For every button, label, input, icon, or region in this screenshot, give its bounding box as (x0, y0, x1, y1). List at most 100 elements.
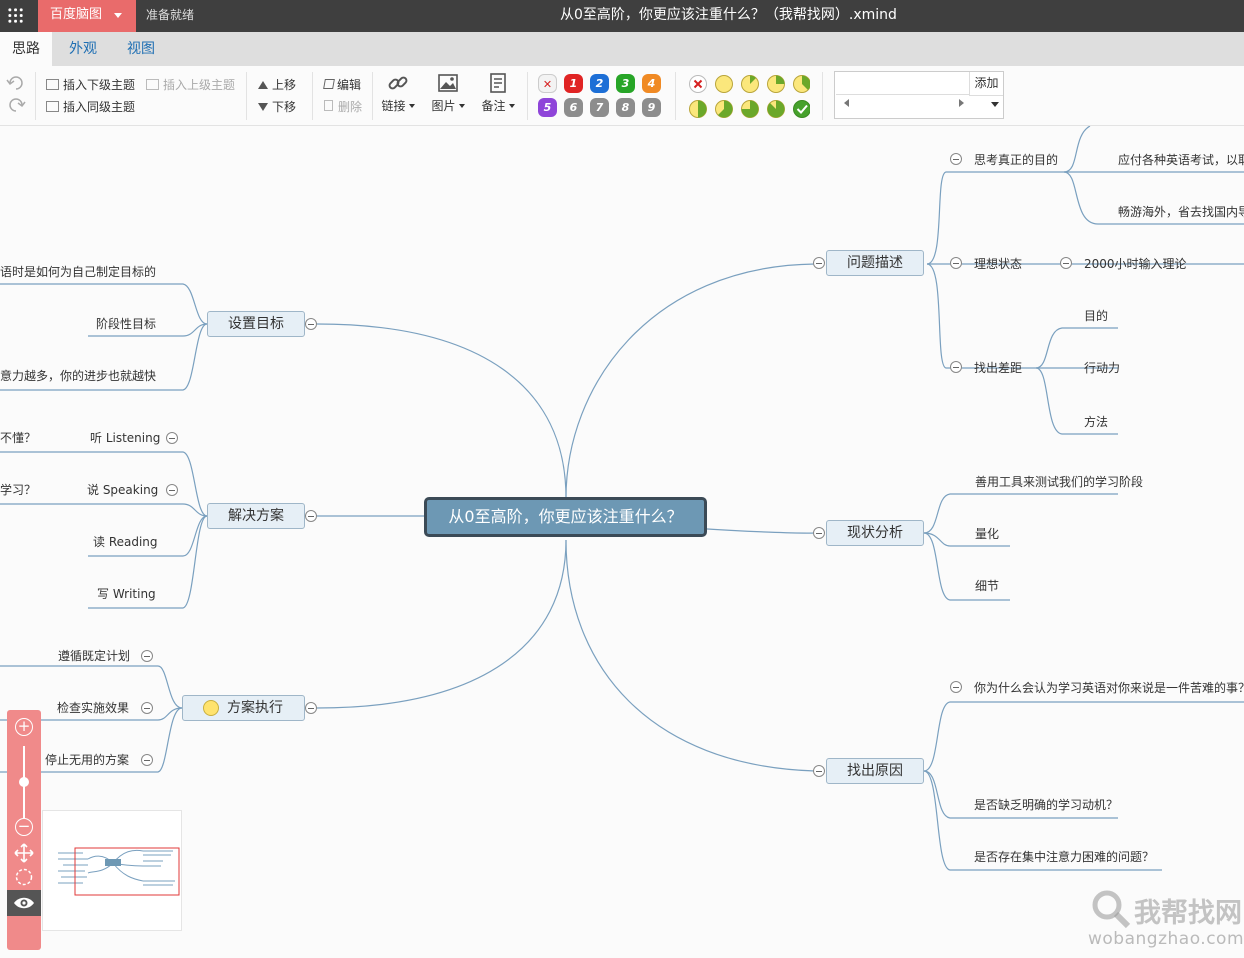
topic-solution[interactable]: 解决方案 (207, 503, 305, 529)
topic-find-cause[interactable]: 找出原因 (826, 758, 924, 784)
topic-problem-description[interactable]: 问题描述 (826, 250, 924, 276)
node-quantify[interactable]: 量化 (975, 527, 1000, 541)
node-method[interactable]: 方法 (1084, 415, 1109, 429)
priority-6-icon[interactable]: 6 (564, 98, 583, 117)
minimap[interactable] (42, 810, 182, 931)
priority-7-icon[interactable]: 7 (590, 98, 609, 117)
priority-1-icon[interactable]: 1 (564, 74, 583, 93)
node-action[interactable]: 行动力 (1084, 361, 1121, 375)
mindmap-canvas[interactable]: 从0至高阶，你更应该注重什么？ 问题描述 现状分析 找出原因 设置目标 解决方案… (0, 126, 1244, 958)
root-topic[interactable]: 从0至高阶，你更应该注重什么？ (424, 497, 707, 537)
move-up-button[interactable]: 上移 (258, 76, 296, 93)
tab-appearance[interactable]: 外观 (69, 41, 97, 57)
node-follow-plan[interactable]: 遵循既定计划 (58, 649, 131, 663)
add-resource-button[interactable]: 添加 (969, 72, 1003, 96)
edit-button[interactable]: 编辑 (323, 76, 361, 93)
node-focus[interactable]: 是否存在集中注意力困难的问题？ (974, 850, 1155, 864)
progress-7-icon[interactable] (767, 100, 785, 118)
delete-button[interactable]: 删除 (324, 98, 362, 115)
tab-idea[interactable]: 思路 (0, 32, 52, 66)
resource-input[interactable] (836, 73, 969, 95)
brand-menu-button[interactable]: 百度脑图 (38, 0, 136, 32)
priority-9-icon[interactable]: 9 (642, 98, 661, 117)
node-check-effect[interactable]: 检查实施效果 (57, 701, 130, 715)
tab-view[interactable]: 视图 (127, 41, 155, 57)
move-icon[interactable] (14, 843, 34, 863)
insert-child-button[interactable]: 插入下级主题 (46, 76, 135, 93)
topic-execute-plan[interactable]: 方案执行 (182, 695, 305, 721)
progress-2-icon[interactable] (767, 75, 785, 93)
collapse-icon[interactable] (813, 765, 825, 777)
priority-4-icon[interactable]: 4 (642, 74, 661, 93)
scroll-left-icon[interactable] (844, 99, 849, 107)
node-find-gap[interactable]: 找出差距 (974, 361, 1023, 375)
move-down-button[interactable]: 下移 (258, 98, 296, 115)
progress-6-icon[interactable] (741, 100, 759, 118)
node-why-hard[interactable]: 你为什么会认为学习英语对你来说是一件苦难的事？ (974, 681, 1244, 695)
node-ideal-state[interactable]: 理想状态 (974, 257, 1023, 271)
zoom-out-icon[interactable]: − (15, 818, 33, 836)
node-purpose[interactable]: 目的 (1084, 309, 1109, 323)
progress-4-icon[interactable] (689, 100, 707, 118)
node-speaking[interactable]: 说 Speaking (87, 483, 159, 497)
link-button[interactable]: 链接 (377, 72, 419, 114)
zoom-slider-handle[interactable] (19, 777, 29, 787)
collapse-icon[interactable] (813, 257, 825, 269)
zoom-in-icon[interactable]: + (15, 718, 33, 736)
collapse-icon[interactable] (141, 702, 153, 714)
collapse-icon[interactable] (305, 510, 317, 522)
image-button[interactable]: 图片 (427, 72, 469, 114)
collapse-icon[interactable] (813, 527, 825, 539)
collapse-icon[interactable] (166, 484, 178, 496)
progress-done-icon[interactable] (793, 100, 811, 118)
progress-remove-icon[interactable] (689, 75, 707, 93)
node-exam[interactable]: 应付各种英语考试，以取 (1118, 153, 1244, 167)
collapse-icon[interactable] (305, 318, 317, 330)
collapse-icon[interactable] (141, 754, 153, 766)
collapse-icon[interactable] (950, 681, 962, 693)
note-button[interactable]: 备注 (477, 72, 519, 114)
node-writing[interactable]: 写 Writing (97, 587, 156, 601)
collapse-icon[interactable] (166, 432, 178, 444)
node-motivation[interactable]: 是否缺乏明确的学习动机？ (974, 798, 1119, 812)
remove-priority-icon[interactable]: ✕ (538, 74, 557, 93)
node-details[interactable]: 细节 (975, 579, 1000, 593)
collapse-icon[interactable] (950, 257, 962, 269)
node-reading[interactable]: 读 Reading (93, 535, 158, 549)
insert-sibling-button[interactable]: 插入同级主题 (46, 98, 135, 115)
redo-icon[interactable] (6, 96, 26, 114)
priority-3-icon[interactable]: 3 (616, 74, 635, 93)
collapse-icon[interactable] (950, 361, 962, 373)
topic-status-analysis[interactable]: 现状分析 (826, 520, 924, 546)
progress-0-icon[interactable] (715, 75, 733, 93)
toggle-minimap-button[interactable] (7, 890, 41, 916)
collapse-icon[interactable] (305, 702, 317, 714)
node-use-tools[interactable]: 善用工具来测试我们的学习阶段 (975, 475, 1144, 489)
node-cut-1[interactable]: 不懂？ (0, 431, 37, 445)
priority-2-icon[interactable]: 2 (590, 74, 609, 93)
priority-5-icon[interactable]: 5 (538, 98, 557, 117)
progress-1-icon[interactable] (741, 75, 759, 93)
node-phase-goal[interactable]: 阶段性目标 (95, 317, 156, 331)
undo-icon[interactable] (6, 74, 26, 92)
progress-5-icon[interactable] (715, 100, 733, 118)
priority-8-icon[interactable]: 8 (616, 98, 635, 117)
locate-center-icon[interactable] (14, 867, 34, 887)
node-real-purpose[interactable]: 思考真正的目的 (974, 153, 1059, 167)
node-2000-hours[interactable]: 2000小时输入理论 (1084, 257, 1187, 271)
collapse-icon[interactable] (950, 153, 962, 165)
scroll-right-icon[interactable] (959, 99, 964, 107)
node-how-set-goals[interactable]: 语时是如何为自己制定目标的 (0, 265, 156, 279)
collapse-icon[interactable] (141, 650, 153, 662)
collapse-icon[interactable] (1060, 257, 1072, 269)
node-stop-useless[interactable]: 停止无用的方案 (45, 753, 130, 767)
node-travel[interactable]: 畅游海外，省去找国内导 (1118, 205, 1244, 219)
node-more-attention[interactable]: 意力越多，你的进步也就越快 (0, 369, 156, 383)
insert-parent-button[interactable]: 插入上级主题 (146, 76, 235, 93)
node-cut-2[interactable]: 学习？ (0, 483, 37, 497)
topic-set-goal[interactable]: 设置目标 (207, 311, 305, 337)
apps-menu-button[interactable] (0, 0, 34, 32)
progress-3-icon[interactable] (793, 75, 811, 93)
dropdown-icon[interactable] (991, 102, 999, 107)
node-listening[interactable]: 听 Listening (90, 431, 161, 445)
